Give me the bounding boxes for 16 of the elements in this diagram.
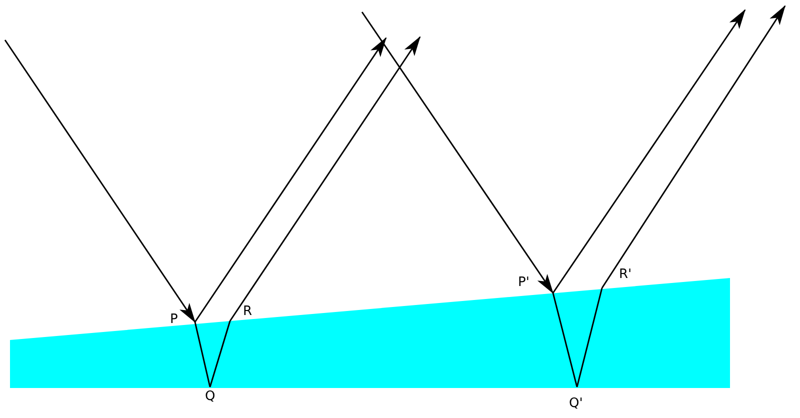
light-ray bbox=[552, 9, 746, 294]
point-label: Q' bbox=[569, 397, 583, 411]
light-ray bbox=[229, 36, 421, 322]
point-label: R bbox=[243, 305, 252, 319]
refracted-ray bbox=[576, 288, 603, 388]
refracted-ray bbox=[209, 320, 231, 388]
point-label: Q bbox=[205, 390, 216, 404]
light-ray bbox=[194, 37, 387, 322]
light-ray bbox=[601, 5, 786, 288]
refracted-ray bbox=[194, 322, 211, 388]
point-label: R' bbox=[619, 268, 632, 282]
refracted-ray bbox=[552, 292, 578, 388]
light-ray bbox=[4, 40, 196, 323]
light-ray bbox=[361, 12, 554, 294]
point-label: P' bbox=[518, 276, 530, 290]
point-label: P bbox=[170, 313, 178, 327]
